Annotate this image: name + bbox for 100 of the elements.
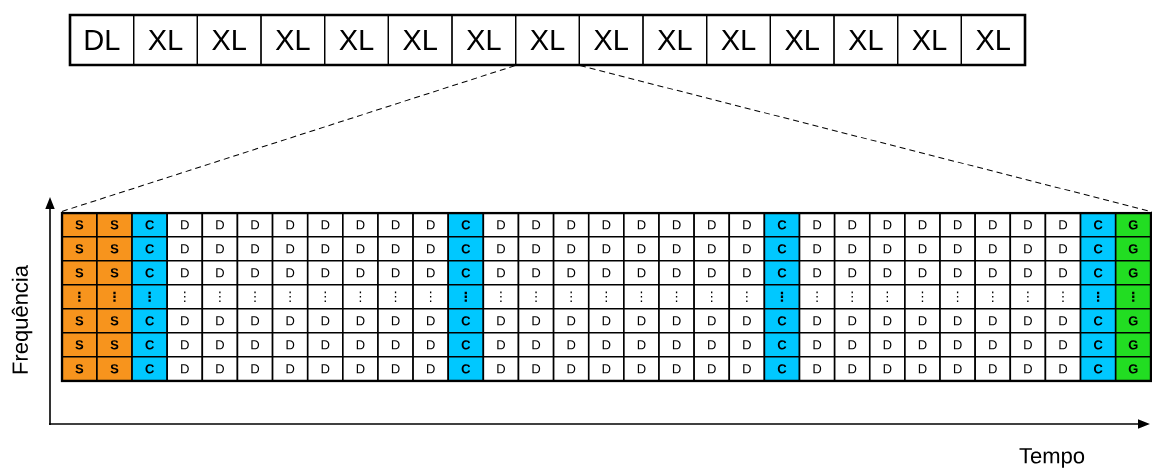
grid-cell: D xyxy=(833,260,871,286)
grid-cell: G xyxy=(1114,260,1152,286)
grid-cell: C xyxy=(447,308,485,334)
grid-cell: D xyxy=(623,308,660,334)
grid-cell: D xyxy=(306,308,344,334)
grid-cell: C xyxy=(131,236,168,262)
grid-cell: D xyxy=(517,260,555,286)
grid-cell: D xyxy=(412,236,450,262)
grid-cell: D xyxy=(412,308,450,334)
grid-cell: ⋮ xyxy=(1114,284,1152,310)
grid-cell: D xyxy=(904,332,941,358)
grid-cell: D xyxy=(201,308,239,334)
axis-label: Tempo xyxy=(1019,448,1085,468)
grid-cell: D xyxy=(1009,260,1047,286)
grid-cell: D xyxy=(271,332,309,358)
grid-cell: D xyxy=(974,356,1012,382)
grid-cell: D xyxy=(974,260,1012,286)
grid-cell: D xyxy=(728,356,766,382)
grid-cell: C xyxy=(131,260,168,286)
grid-cell: ⋮ xyxy=(833,284,871,310)
node-label: ⋮ xyxy=(1132,291,1135,302)
node-label: G xyxy=(1128,244,1138,254)
grid-cell: D xyxy=(1044,356,1082,382)
grid-cell: D xyxy=(271,356,309,382)
grid-cell: D xyxy=(412,356,450,382)
grid-cell: D xyxy=(693,236,731,262)
grid-cell: D xyxy=(236,260,274,286)
grid-cell: D xyxy=(1009,212,1047,238)
grid-cell: C xyxy=(447,260,485,286)
grid-cell: S xyxy=(61,332,98,358)
grid-cell: C xyxy=(763,308,801,334)
grid-cell: ⋮ xyxy=(904,284,941,310)
grid-cell: D xyxy=(658,332,695,358)
grid-cell: D xyxy=(1044,212,1082,238)
grid-cell: C xyxy=(1079,308,1117,334)
grid-cell: ⋮ xyxy=(447,284,485,310)
grid-cell: ⋮ xyxy=(1079,284,1117,310)
grid-cell: D xyxy=(271,308,309,334)
grid-cell: D xyxy=(482,332,520,358)
grid-cell: C xyxy=(447,236,485,262)
grid-cell: D xyxy=(517,308,555,334)
grid-cell: D xyxy=(623,356,660,382)
grid-cell: ⋮ xyxy=(587,284,625,310)
grid-cell: D xyxy=(798,332,836,358)
grid-cell: D xyxy=(271,236,309,262)
node-label: G xyxy=(1128,340,1138,350)
grid-cell: D xyxy=(798,308,836,334)
grid-cell: ⋮ xyxy=(868,284,906,310)
grid-cell: D xyxy=(693,356,731,382)
grid-cell: D xyxy=(271,260,309,286)
grid-cell: D xyxy=(166,260,204,286)
grid-cell: D xyxy=(658,356,695,382)
grid-cell: D xyxy=(868,212,906,238)
grid-cell: ⋮ xyxy=(131,284,168,310)
grid-cell: D xyxy=(377,236,414,262)
grid-cell: G xyxy=(1114,356,1152,382)
grid-cell: C xyxy=(131,332,168,358)
grid-cell: G xyxy=(1114,308,1152,334)
frame-cell: XL xyxy=(706,14,771,66)
grid-cell: ⋮ xyxy=(798,284,836,310)
grid-cell: D xyxy=(1044,236,1082,262)
grid-cell: D xyxy=(833,332,871,358)
grid-cell: ⋮ xyxy=(201,284,239,310)
grid-cell: D xyxy=(552,356,590,382)
grid-cell: D xyxy=(587,356,625,382)
grid-cell: D xyxy=(166,212,204,238)
grid-cell: D xyxy=(342,356,379,382)
frame-cell: XL xyxy=(769,14,835,66)
grid-cell: D xyxy=(166,356,204,382)
frame-cell: XL xyxy=(515,14,580,66)
grid-cell: D xyxy=(833,212,871,238)
grid-cell: ⋮ xyxy=(974,284,1012,310)
grid-cell: D xyxy=(552,308,590,334)
grid-cell: D xyxy=(306,260,344,286)
grid-cell: D xyxy=(482,212,520,238)
grid-cell: D xyxy=(833,308,871,334)
grid-cell: D xyxy=(974,332,1012,358)
grid-cell: D xyxy=(974,308,1012,334)
grid-cell: D xyxy=(166,236,204,262)
grid-cell: D xyxy=(728,308,766,334)
grid-cell: D xyxy=(552,236,590,262)
grid-cell: ⋮ xyxy=(623,284,660,310)
frame-cell: XL xyxy=(133,14,198,66)
grid-cell: D xyxy=(728,332,766,358)
grid-cell: D xyxy=(306,356,344,382)
grid-cell: C xyxy=(1079,236,1117,262)
frame-cell: XL xyxy=(324,14,389,66)
grid-cell: D xyxy=(728,212,766,238)
grid-cell: D xyxy=(1044,260,1082,286)
grid-cell: D xyxy=(342,212,379,238)
grid-cell: S xyxy=(61,236,98,262)
grid-cell: G xyxy=(1114,332,1152,358)
grid-cell: ⋮ xyxy=(482,284,520,310)
grid-cell: D xyxy=(482,260,520,286)
grid-cell: ⋮ xyxy=(939,284,976,310)
grid-cell: D xyxy=(623,260,660,286)
grid-cell: ⋮ xyxy=(342,284,379,310)
grid-cell: D xyxy=(201,260,239,286)
grid-cell: D xyxy=(1044,308,1082,334)
zoom-line xyxy=(579,65,1152,213)
